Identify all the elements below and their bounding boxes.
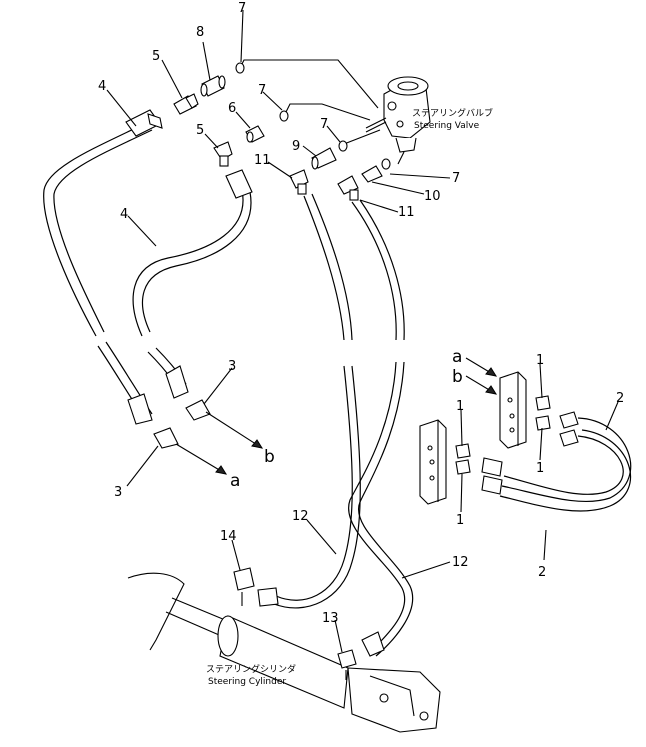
steering-cylinder-label-jp: ステアリングシリンダ: [206, 663, 296, 675]
callout-7: 7: [452, 171, 460, 186]
hose-4-left: [43, 109, 163, 425]
steering-cylinder-label: ステアリングシリンダ Steering Cylinder: [206, 663, 296, 687]
callout-5: 5: [196, 123, 204, 138]
port-letters: b a a b: [230, 347, 463, 491]
fitting-6: [245, 125, 265, 143]
fitting-13: [337, 649, 357, 680]
callout-10: 10: [424, 189, 441, 204]
callout-14: 14: [220, 529, 237, 544]
callout-leaders: [106, 9, 619, 653]
steering-valve-label: ステアリングバルブ Steering Valve: [412, 107, 493, 131]
callout-13: 13: [322, 611, 339, 626]
steering-valve-label-jp: ステアリングバルブ: [412, 107, 493, 119]
fitting-3-b: [185, 399, 264, 449]
connectors-1: [455, 395, 551, 475]
callout-6: 6: [228, 101, 236, 116]
hose-12-left: [257, 193, 361, 609]
fitting-5-elbow: [213, 141, 233, 167]
callout-12: 12: [292, 509, 309, 524]
steering-cylinder: [127, 572, 441, 733]
junction-block-right: [499, 371, 527, 449]
callout-1: 1: [536, 353, 544, 368]
fitting-10: [361, 165, 383, 183]
valve-leader-lines: [241, 59, 405, 165]
callout-2: 2: [538, 565, 546, 580]
port-letter-b: b: [452, 367, 463, 387]
o-ring-7-second: [279, 110, 289, 122]
callout-1: 1: [456, 513, 464, 528]
callout-3: 3: [228, 359, 236, 374]
junction-block-left: [419, 419, 447, 505]
steering-valve: [365, 76, 431, 153]
steering-cylinder-label-en: Steering Cylinder: [208, 677, 286, 687]
hose-12-right: [348, 199, 414, 657]
fitting-5-top: [173, 93, 199, 115]
fitting-8: [200, 75, 226, 97]
callout-8: 8: [196, 25, 204, 40]
port-letter-a: a: [230, 471, 240, 491]
o-ring-7-fourth: [381, 158, 391, 170]
o-ring-7-third: [338, 140, 348, 152]
fitting-11-left: [289, 169, 309, 195]
hose-2-loop: [481, 411, 632, 512]
callout-1: 1: [536, 461, 544, 476]
callout-11: 11: [398, 205, 415, 220]
callout-12: 12: [452, 555, 469, 570]
hose-4-middle: [132, 169, 253, 399]
fitting-11-right: [337, 175, 359, 201]
steering-valve-label-en: Steering Valve: [414, 121, 480, 131]
callout-7: 7: [320, 117, 328, 132]
port-letter-a: a: [452, 347, 462, 367]
callout-5: 5: [152, 49, 160, 64]
fitting-9: [311, 147, 337, 170]
block-port-arrows: [465, 357, 498, 395]
port-letter-b: b: [264, 447, 275, 467]
callout-numbers: 7 8 5 4 7 6 5 7 9 11 7 10 11 4 3 3 12 12…: [98, 1, 624, 626]
callout-1: 1: [456, 399, 464, 414]
callout-3: 3: [114, 485, 122, 500]
fitting-3-a: [153, 427, 228, 475]
callout-11: 11: [254, 153, 271, 168]
callout-2: 2: [616, 391, 624, 406]
callout-9: 9: [292, 139, 300, 154]
callout-4: 4: [98, 79, 106, 94]
callout-4: 4: [120, 207, 128, 222]
o-ring-7-top: [235, 62, 245, 74]
callout-7: 7: [238, 1, 246, 16]
fitting-14: [233, 567, 255, 606]
callout-7: 7: [258, 83, 266, 98]
